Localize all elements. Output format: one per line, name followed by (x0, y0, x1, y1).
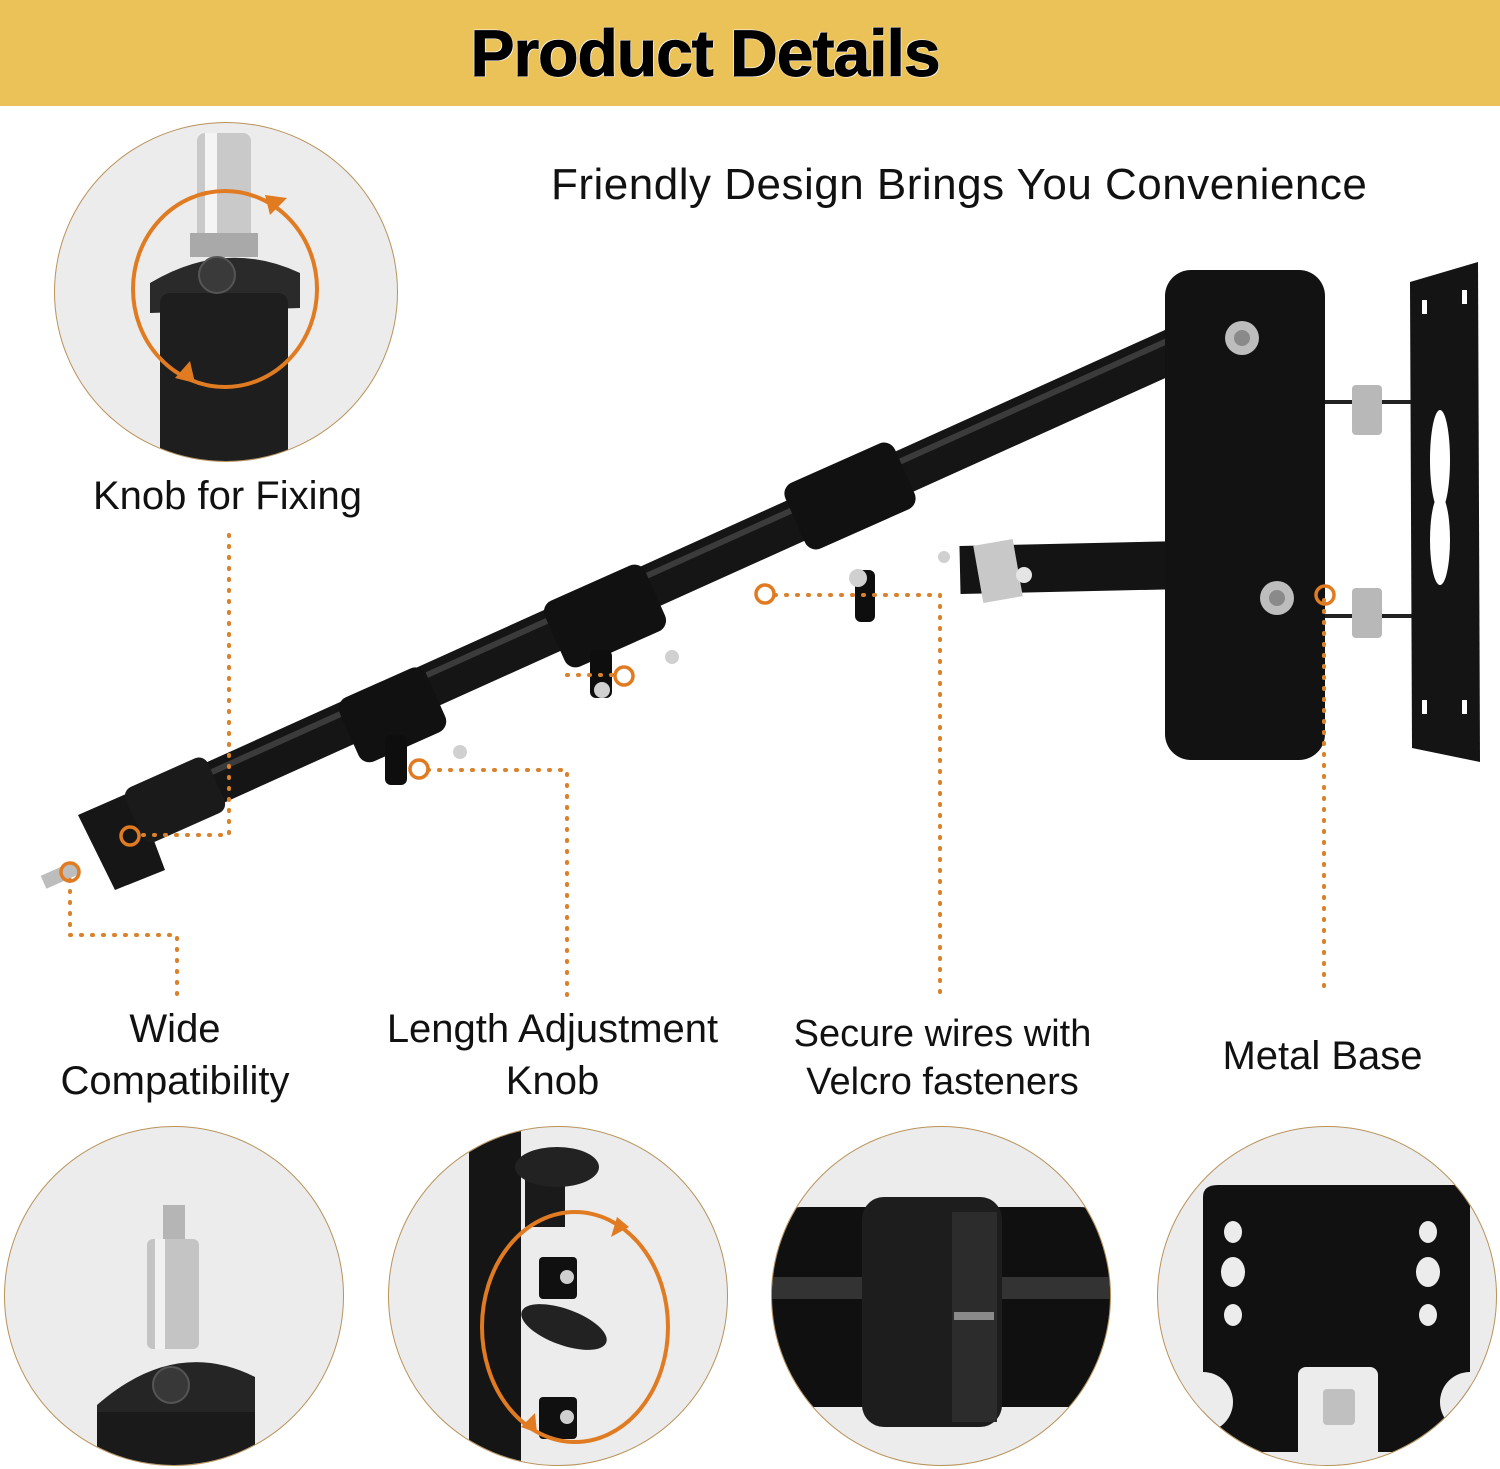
label-line: Length Adjustment (386, 1007, 719, 1051)
page-title: Product Details (470, 16, 941, 91)
velcro-fastener-detail-image (771, 1126, 1111, 1466)
label-line: Knob (505, 1059, 600, 1103)
label-line: Compatibility (60, 1059, 290, 1103)
wide-compatibility-detail-image (4, 1126, 344, 1466)
label-line: Velcro fasteners (806, 1061, 1079, 1103)
label-metal-base: Metal Base (1222, 1034, 1423, 1078)
label-wide-compatibility: Wide Compatibility (30, 1003, 320, 1107)
label-line: Wide (129, 1007, 221, 1051)
label-velcro-fasteners: Secure wires with Velcro fasteners (770, 1010, 1115, 1106)
label-knob-for-fixing: Knob for Fixing (92, 474, 363, 518)
header-banner: Product Details (0, 0, 1500, 106)
subtitle: Friendly Design Brings You Convenience (551, 160, 1368, 209)
label-line: Secure wires with (793, 1013, 1092, 1055)
knob-fixing-detail-image (54, 122, 398, 462)
metal-base-detail-image (1157, 1126, 1497, 1466)
label-length-adjustment-knob: Length Adjustment Knob (360, 1003, 745, 1107)
wall-mount-arm-illustration (40, 262, 1480, 997)
length-adjustment-detail-image (388, 1126, 728, 1466)
